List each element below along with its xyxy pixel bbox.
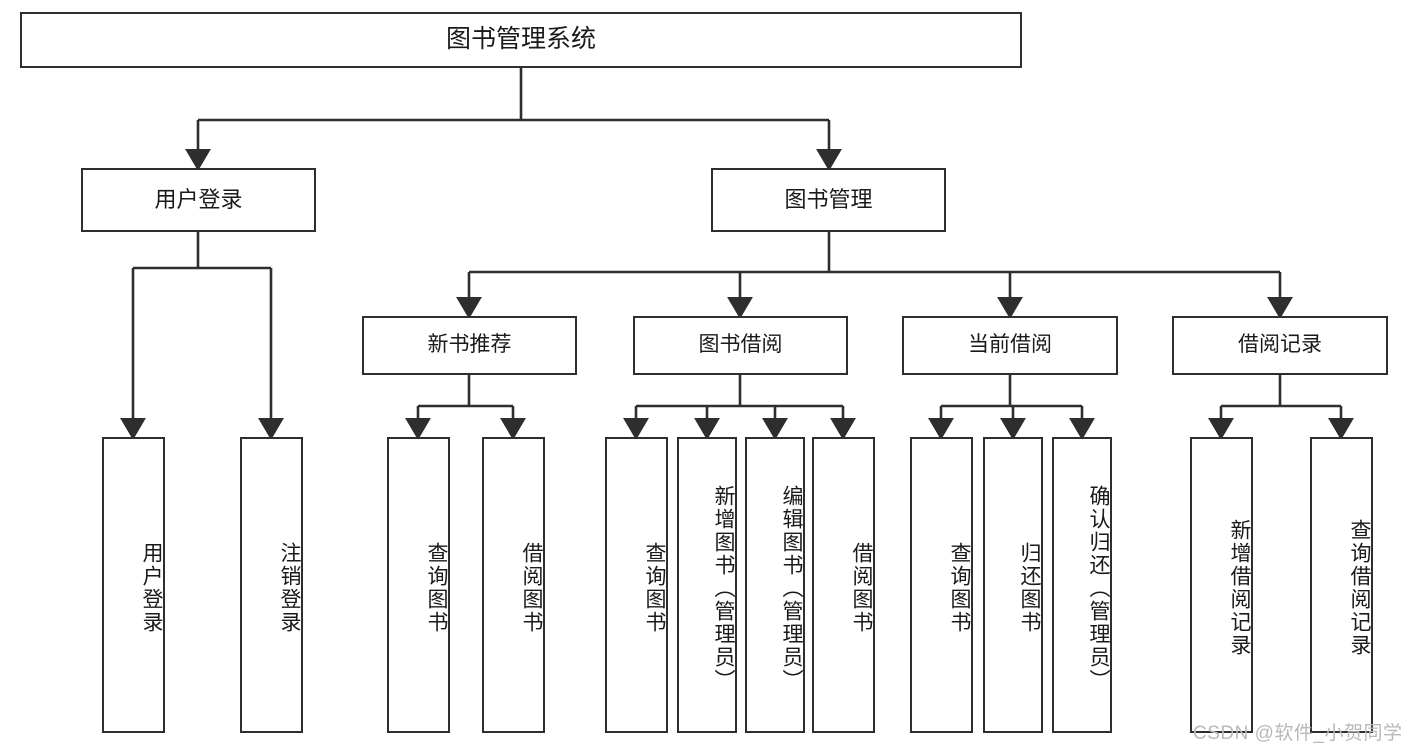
node-label: 归还图书 <box>1018 542 1041 634</box>
node-label: 新增借阅记录 <box>1228 519 1251 657</box>
node-root-system[interactable]: 图书管理系统 <box>20 12 1022 68</box>
node-leaf-return-book[interactable]: 归还图书 <box>983 437 1043 733</box>
node-leaf-edit-book[interactable]: 编辑图书（管理员） <box>745 437 805 733</box>
node-label: 借阅图书 <box>850 542 873 634</box>
node-label: 借阅图书 <box>520 542 543 634</box>
node-label: 借阅记录 <box>1238 333 1322 357</box>
node-label: 新书推荐 <box>427 333 512 357</box>
node-label: 注销登录 <box>278 542 301 634</box>
node-leaf-logout[interactable]: 注销登录 <box>240 437 303 733</box>
node-leaf-query-book-rec[interactable]: 查询图书 <box>387 437 450 733</box>
watermark: CSDN @软件_小贺同学 <box>1193 723 1403 744</box>
node-label: 当前借阅 <box>968 333 1052 357</box>
node-leaf-add-record[interactable]: 新增借阅记录 <box>1190 437 1253 733</box>
node-leaf-query-book-cur[interactable]: 查询图书 <box>910 437 973 733</box>
node-label: 编辑图书（管理员） <box>780 484 803 692</box>
node-label: 用户登录 <box>154 187 243 213</box>
node-new-book-rec[interactable]: 新书推荐 <box>362 316 577 375</box>
node-label: 确认归还（管理员） <box>1087 484 1110 692</box>
node-user-login[interactable]: 用户登录 <box>81 168 316 232</box>
node-leaf-query-book-borrow[interactable]: 查询图书 <box>605 437 668 733</box>
node-borrow-record[interactable]: 借阅记录 <box>1172 316 1388 375</box>
node-leaf-add-book[interactable]: 新增图书（管理员） <box>677 437 737 733</box>
node-leaf-confirm-return[interactable]: 确认归还（管理员） <box>1052 437 1112 733</box>
node-label: 图书借阅 <box>698 333 783 357</box>
node-label: 用户登录 <box>140 542 163 634</box>
node-book-manage[interactable]: 图书管理 <box>711 168 946 232</box>
node-label: 新增图书（管理员） <box>712 484 735 692</box>
node-label: 图书管理系统 <box>445 25 596 54</box>
node-current-borrow[interactable]: 当前借阅 <box>902 316 1118 375</box>
node-leaf-query-record[interactable]: 查询借阅记录 <box>1310 437 1373 733</box>
node-leaf-borrow-book-rec[interactable]: 借阅图书 <box>482 437 545 733</box>
node-label: 图书管理 <box>784 187 873 213</box>
node-label: 查询图书 <box>948 542 971 634</box>
node-label: 查询图书 <box>643 542 666 634</box>
node-label: 查询图书 <box>425 542 448 634</box>
node-leaf-borrow-book[interactable]: 借阅图书 <box>812 437 875 733</box>
node-leaf-user-login[interactable]: 用户登录 <box>102 437 165 733</box>
node-label: 查询借阅记录 <box>1348 519 1371 657</box>
node-book-borrow[interactable]: 图书借阅 <box>633 316 848 375</box>
